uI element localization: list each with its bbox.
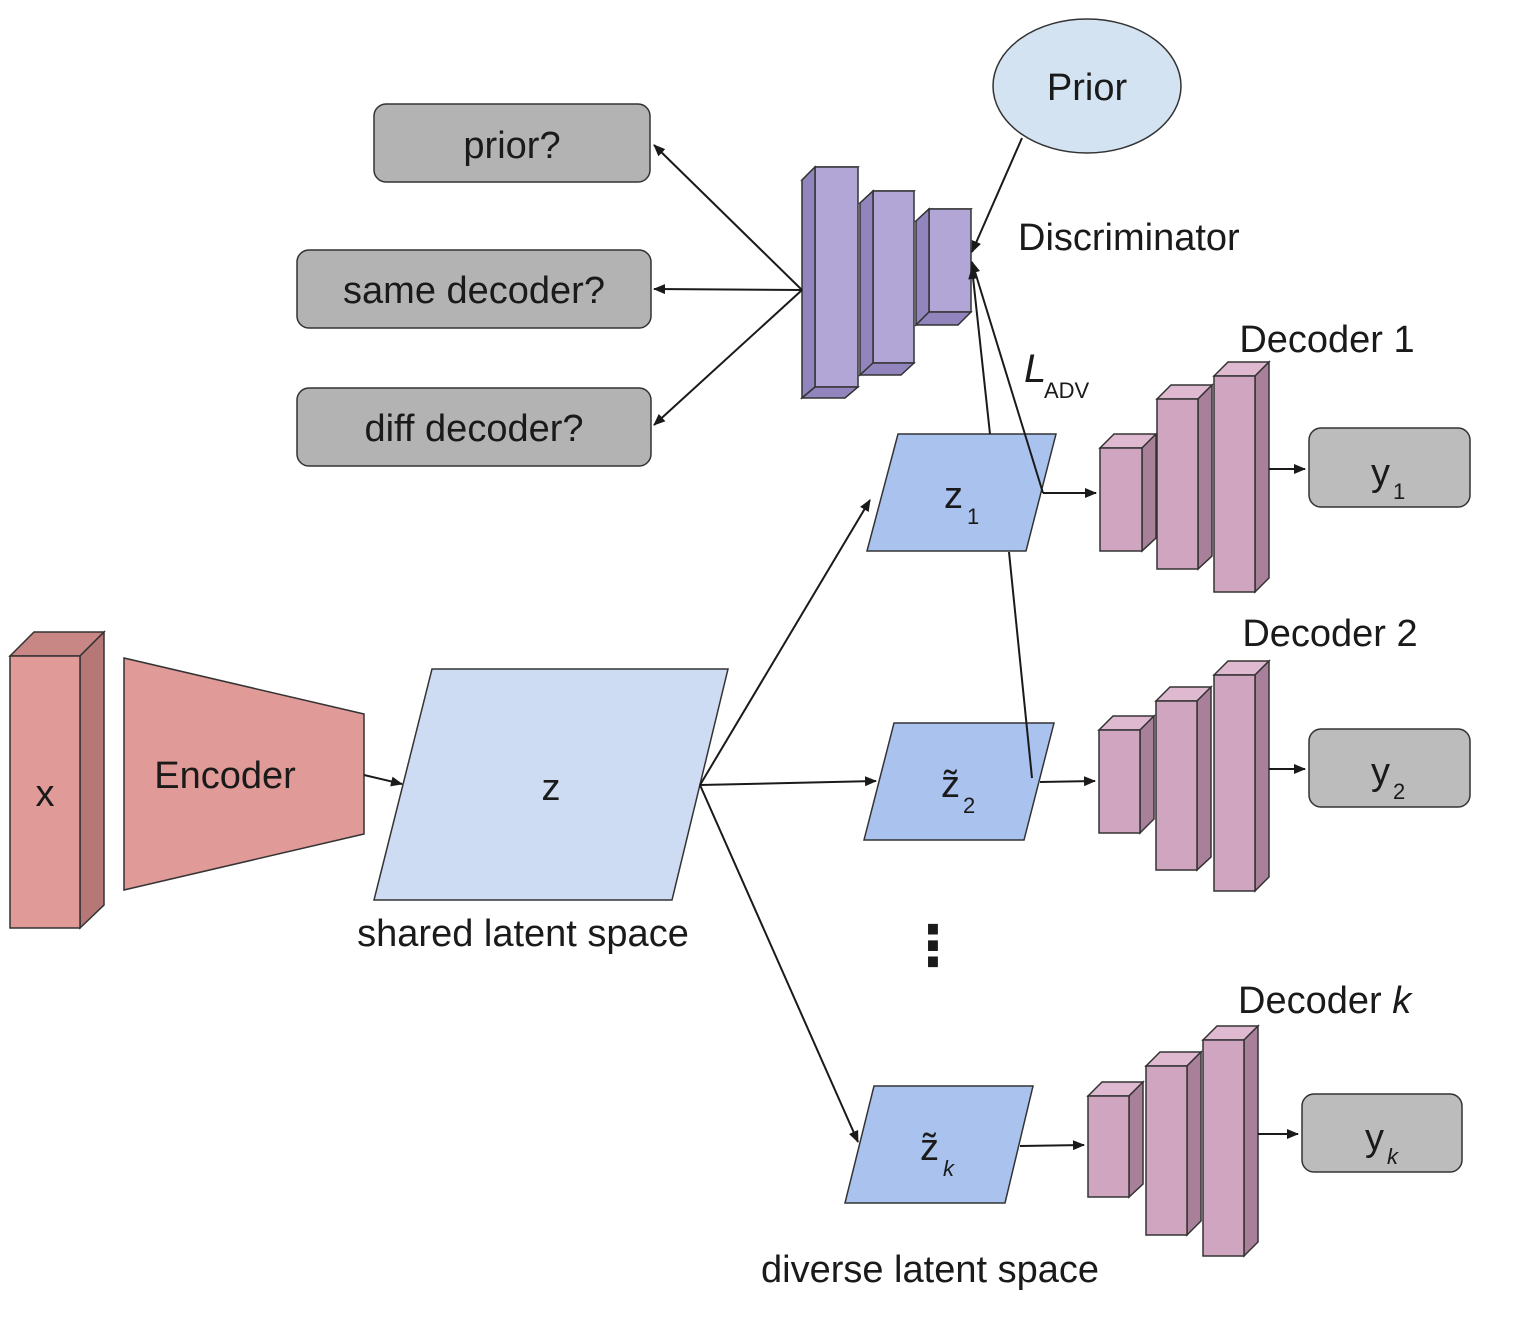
question-prior-box: prior?	[373, 103, 651, 183]
diverse-latent-caption: diverse latent space	[761, 1249, 1099, 1291]
edge-z2-to-decoder2	[1039, 776, 1096, 787]
edge-z1-bottom-to-discriminator	[970, 261, 1044, 494]
edge-encoder-to-z	[363, 774, 403, 787]
decoder-2-block	[1097, 659, 1271, 893]
decoder-1-block	[1098, 360, 1271, 594]
edge-z2-to-discriminator	[1008, 551, 1033, 779]
svg-text:1: 1	[967, 504, 979, 529]
z-label: z	[542, 767, 561, 809]
prior-node: Prior	[992, 18, 1182, 154]
output-yk-box: y k	[1301, 1093, 1463, 1173]
svg-text:1: 1	[1393, 479, 1405, 504]
latent-z2: z̃ 2	[863, 722, 1055, 841]
decoder-1-label: Decoder 1	[1239, 319, 1414, 361]
svg-text:y: y	[1371, 452, 1390, 494]
edge-z-to-zk	[699, 784, 859, 1143]
latent-zk: z̃ k	[844, 1085, 1034, 1204]
decoder-k-label: Decoder k	[1238, 980, 1413, 1022]
question-diff-decoder-box: diff decoder?	[296, 387, 652, 467]
svg-text:ADV: ADV	[1044, 378, 1090, 403]
shared-latent-caption: shared latent space	[357, 913, 689, 955]
svg-text:z̃: z̃	[920, 1127, 939, 1169]
question-same-decoder-box: same decoder?	[296, 249, 652, 329]
decoder-2-label: Decoder 2	[1242, 613, 1417, 655]
svg-text:z̃: z̃	[941, 764, 960, 806]
output-y1-box: y 1	[1308, 427, 1471, 508]
encoder-label: Encoder	[154, 755, 296, 797]
svg-text:y: y	[1365, 1117, 1384, 1159]
shared-latent-z: z	[373, 668, 729, 901]
discriminator-label: Discriminator	[1018, 217, 1240, 259]
svg-text:z: z	[944, 475, 963, 517]
latent-z1: z 1	[866, 433, 1057, 552]
edge-discriminator-to-diff-question	[653, 289, 803, 426]
discriminator-block	[799, 165, 973, 400]
edge-discriminator-to-same-question	[653, 284, 803, 295]
edge-zk-to-decoderk	[1019, 1140, 1085, 1151]
decoder-k-block	[1086, 1024, 1260, 1258]
ellipsis-dots: ⋮	[905, 914, 961, 977]
l-adv-label: L ADV	[1024, 347, 1090, 403]
svg-text:prior?: prior?	[463, 125, 560, 167]
svg-text:2: 2	[963, 793, 975, 818]
edge-z-to-z1	[699, 499, 871, 786]
svg-text:y: y	[1371, 751, 1390, 793]
svg-text:2: 2	[1393, 779, 1405, 804]
edge-z-to-z2	[699, 776, 877, 787]
edge-discriminator-to-prior-question	[653, 144, 803, 291]
svg-text:k: k	[943, 1156, 955, 1181]
input-x-label: x	[36, 773, 55, 815]
encoder-block: Encoder	[123, 657, 365, 891]
edge-z1-to-discriminator	[968, 267, 991, 435]
svg-text:same decoder?: same decoder?	[343, 270, 605, 312]
edge-prior-to-discriminator	[971, 137, 1023, 253]
svg-text:L: L	[1024, 347, 1046, 391]
svg-text:k: k	[1387, 1144, 1399, 1169]
prior-label: Prior	[1047, 67, 1128, 109]
svg-text:diff decoder?: diff decoder?	[364, 408, 583, 450]
input-x-block: x	[8, 630, 106, 930]
output-y2-box: y 2	[1308, 728, 1471, 808]
